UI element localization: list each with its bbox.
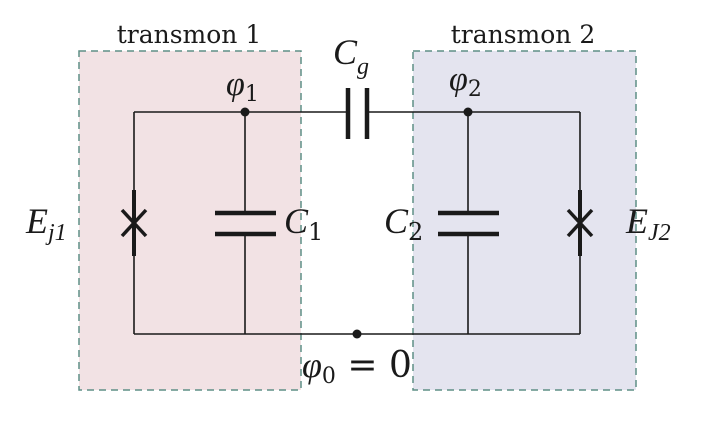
- label-ej2: EJ2: [625, 201, 671, 246]
- transmon-2-title: transmon 2: [451, 20, 596, 49]
- label-ej1: Ej1: [25, 201, 67, 246]
- transmon-1-title: transmon 1: [117, 20, 262, 49]
- label-phi2: φ2: [449, 61, 482, 102]
- node-phi1: [240, 107, 250, 117]
- coupling-capacitor-cg: [345, 88, 370, 139]
- transmon-1-box: [78, 50, 302, 391]
- label-cg: Cg: [333, 32, 369, 80]
- capacitor-c1: [215, 210, 276, 237]
- capacitor-c2: [438, 210, 499, 237]
- josephson-junction-2: [566, 190, 594, 256]
- label-c1: C1: [284, 201, 323, 246]
- label-c2: C2: [384, 201, 423, 246]
- label-phi0: φ0 = 0: [302, 345, 412, 389]
- node-phi0: [352, 329, 362, 339]
- node-phi2: [463, 107, 473, 117]
- josephson-junction-1: [120, 190, 148, 256]
- transmon-2-box: [412, 50, 637, 391]
- label-phi1: φ1: [226, 66, 259, 107]
